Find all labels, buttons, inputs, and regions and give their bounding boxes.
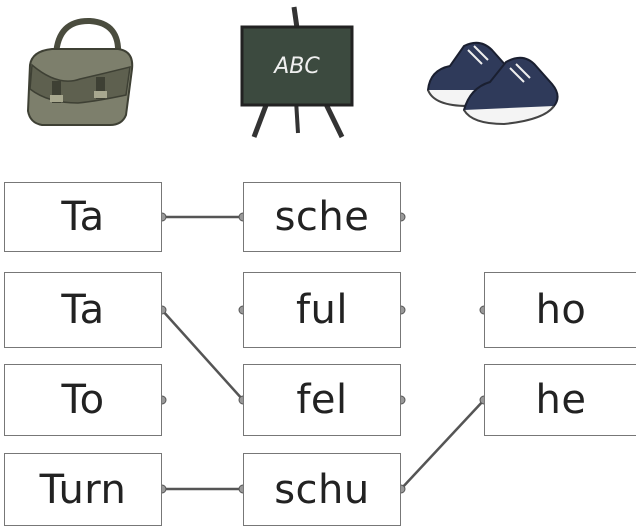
connection-line-2 xyxy=(161,309,244,401)
syllable-box-left-1[interactable]: Ta xyxy=(4,182,162,252)
chalkboard-easel-icon: ABC xyxy=(240,6,354,139)
syllable-text: Ta xyxy=(61,194,105,240)
syllable-box-left-2[interactable]: Ta xyxy=(4,272,162,348)
syllable-box-left-4[interactable]: Turn xyxy=(4,453,162,526)
syllable-box-middle-4[interactable]: schu xyxy=(243,453,401,526)
school-bag-icon xyxy=(26,17,134,126)
syllable-box-right-1[interactable]: ho xyxy=(484,272,636,348)
syllable-box-left-3[interactable]: To xyxy=(4,364,162,436)
syllable-box-middle-1[interactable]: sche xyxy=(243,182,401,252)
syllable-box-middle-2[interactable]: ful xyxy=(243,272,401,348)
syllable-text: Turn xyxy=(39,466,127,513)
syllable-text: To xyxy=(61,377,105,423)
syllable-text: Ta xyxy=(61,287,105,333)
syllable-text: sche xyxy=(274,194,370,240)
chalkboard-text: ABC xyxy=(272,54,320,79)
syllable-text: ho xyxy=(535,287,587,333)
syllable-text: he xyxy=(535,377,587,423)
syllable-text: fel xyxy=(296,377,348,423)
syllable-text: schu xyxy=(274,466,370,513)
connection-line-4 xyxy=(400,399,485,490)
syllable-box-right-2[interactable]: he xyxy=(484,364,636,436)
syllable-box-middle-3[interactable]: fel xyxy=(243,364,401,436)
sneakers-icon xyxy=(426,41,559,125)
syllable-text: ful xyxy=(295,287,349,333)
